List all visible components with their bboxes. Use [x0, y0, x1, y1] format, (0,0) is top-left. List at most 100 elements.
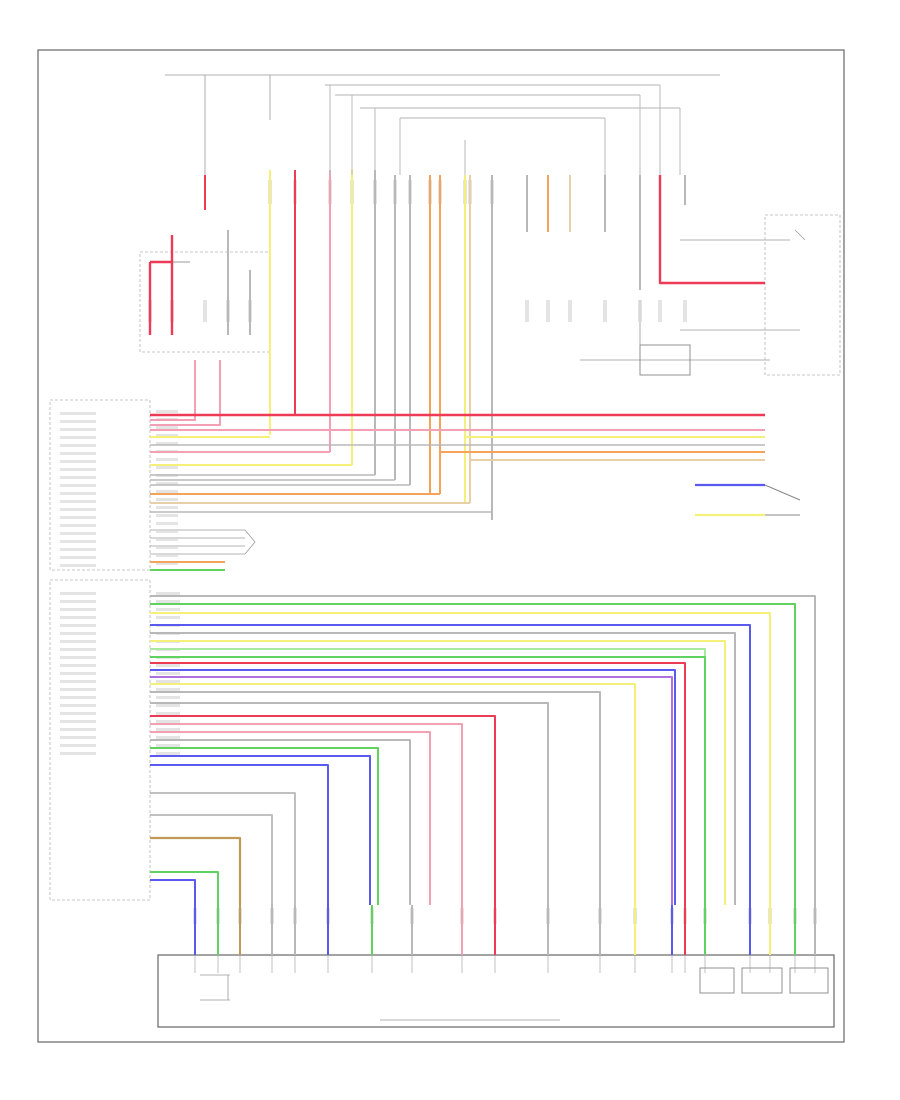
pin-label-lower-9	[156, 664, 180, 667]
connector-name-3	[60, 436, 96, 439]
pin-label-left-18	[156, 554, 178, 557]
pin-label-left-0	[156, 410, 178, 413]
transmission-wire-16	[150, 731, 431, 905]
pin-label-left-12	[156, 506, 178, 509]
lower-connector-name-15	[60, 712, 96, 715]
wire-tag-11	[683, 300, 687, 322]
connector-name-4	[60, 444, 96, 447]
pin-label-lower-3	[156, 616, 180, 619]
pin-label-left-17	[156, 546, 178, 549]
transmission-wire-5	[150, 640, 726, 905]
pin-label-lower-0	[156, 592, 180, 595]
pin-label-lower-18	[156, 736, 180, 739]
lower-connector-name-16	[60, 720, 96, 723]
lower-connector-name-2	[60, 608, 96, 611]
switch-lever-top	[764, 484, 801, 501]
transmission-wire-18	[150, 747, 379, 905]
components-layer	[60, 180, 817, 924]
pin-label-left-14	[156, 522, 178, 525]
connector-name-12	[60, 508, 96, 511]
lower-connector-name-5	[60, 632, 96, 635]
transmission-wire-0	[150, 595, 816, 905]
lower-connector-name-19	[60, 744, 96, 747]
lower-connector-name-1	[60, 600, 96, 603]
connector-name-1	[60, 420, 96, 423]
lower-connector-name-9	[60, 664, 96, 667]
transmission-wire-20	[150, 764, 329, 905]
transmission-wire-3	[150, 624, 751, 905]
transmission-wire-12	[150, 691, 601, 905]
pin-label-left-9	[156, 482, 178, 485]
lower-connector-name-6	[60, 640, 96, 643]
lower-connector-name-13	[60, 696, 96, 699]
connector-name-15	[60, 532, 96, 535]
connector-name-0	[60, 412, 96, 415]
connector-name-10	[60, 492, 96, 495]
connector-name-18	[60, 556, 96, 559]
wire-tag-9	[638, 300, 642, 322]
pin-label-lower-15	[156, 712, 180, 715]
wire-tag-5	[525, 300, 529, 322]
pin-label-left-10	[156, 490, 178, 493]
lower-connector-name-14	[60, 704, 96, 707]
pin-marks-layer	[194, 955, 816, 973]
transmission-wire-19	[150, 755, 371, 905]
connector-name-11	[60, 500, 96, 503]
transmission-wire-1	[150, 603, 796, 905]
transmission-wire-6	[150, 648, 706, 905]
pin-label-left-15	[156, 530, 178, 533]
pin-label-left-3	[156, 434, 178, 437]
left-sensor-pink-b	[150, 360, 221, 426]
connector-name-14	[60, 524, 96, 527]
transmission-wire-8	[150, 662, 686, 905]
aux-gray-2	[150, 814, 273, 905]
red-switch-feed	[658, 175, 765, 285]
transmission-wire-13	[150, 702, 549, 905]
wire-tag-0	[203, 300, 207, 322]
connector-name-9	[60, 484, 96, 487]
pin-label-lower-12	[156, 688, 180, 691]
left-sensor-pink-a	[150, 360, 196, 421]
top-bus-lines	[165, 74, 720, 190]
lower-connector-name-12	[60, 688, 96, 691]
transmission-wire-2	[150, 612, 771, 905]
pin-label-lower-1	[156, 600, 180, 603]
pin-label-left-7	[156, 466, 178, 469]
transmission-wire-11	[150, 683, 636, 905]
pin-label-left-11	[156, 498, 178, 501]
wires-layer	[148, 85, 816, 955]
transmission-wire-9	[150, 669, 676, 905]
transmission-wire-4	[150, 632, 736, 905]
pin-label-left-4	[156, 442, 178, 445]
transmission-block	[157, 954, 835, 1028]
connector-name-16	[60, 540, 96, 543]
gray-run-5	[150, 511, 493, 520]
wire-tag-10	[658, 300, 662, 322]
connector-name-2	[60, 428, 96, 431]
switch-block-right	[580, 214, 841, 376]
pin-label-lower-11	[156, 680, 180, 683]
lower-connector-name-11	[60, 680, 96, 683]
lower-connector-name-3	[60, 616, 96, 619]
connector-name-19	[60, 564, 96, 567]
pin-label-lower-16	[156, 720, 180, 723]
wire-tag-7	[568, 300, 572, 322]
transmission-wire-15	[150, 723, 463, 905]
lower-connector-name-8	[60, 656, 96, 659]
pin-label-left-19	[156, 562, 178, 565]
connector-name-7	[60, 468, 96, 471]
lower-connector-name-20	[60, 752, 96, 755]
pin-label-lower-10	[156, 672, 180, 675]
lower-connector-name-10	[60, 672, 96, 675]
connector-name-13	[60, 516, 96, 519]
pin-label-lower-19	[156, 744, 180, 747]
connector-name-5	[60, 452, 96, 455]
aux-green-1	[150, 871, 219, 905]
transmission-wire-10	[150, 676, 673, 905]
lower-connector-name-17	[60, 728, 96, 731]
pin-label-lower-20	[156, 752, 180, 755]
pin-label-left-16	[156, 538, 178, 541]
lower-connector-name-4	[60, 624, 96, 627]
aux-blue-1	[150, 879, 196, 905]
aux-brown	[150, 836, 242, 905]
